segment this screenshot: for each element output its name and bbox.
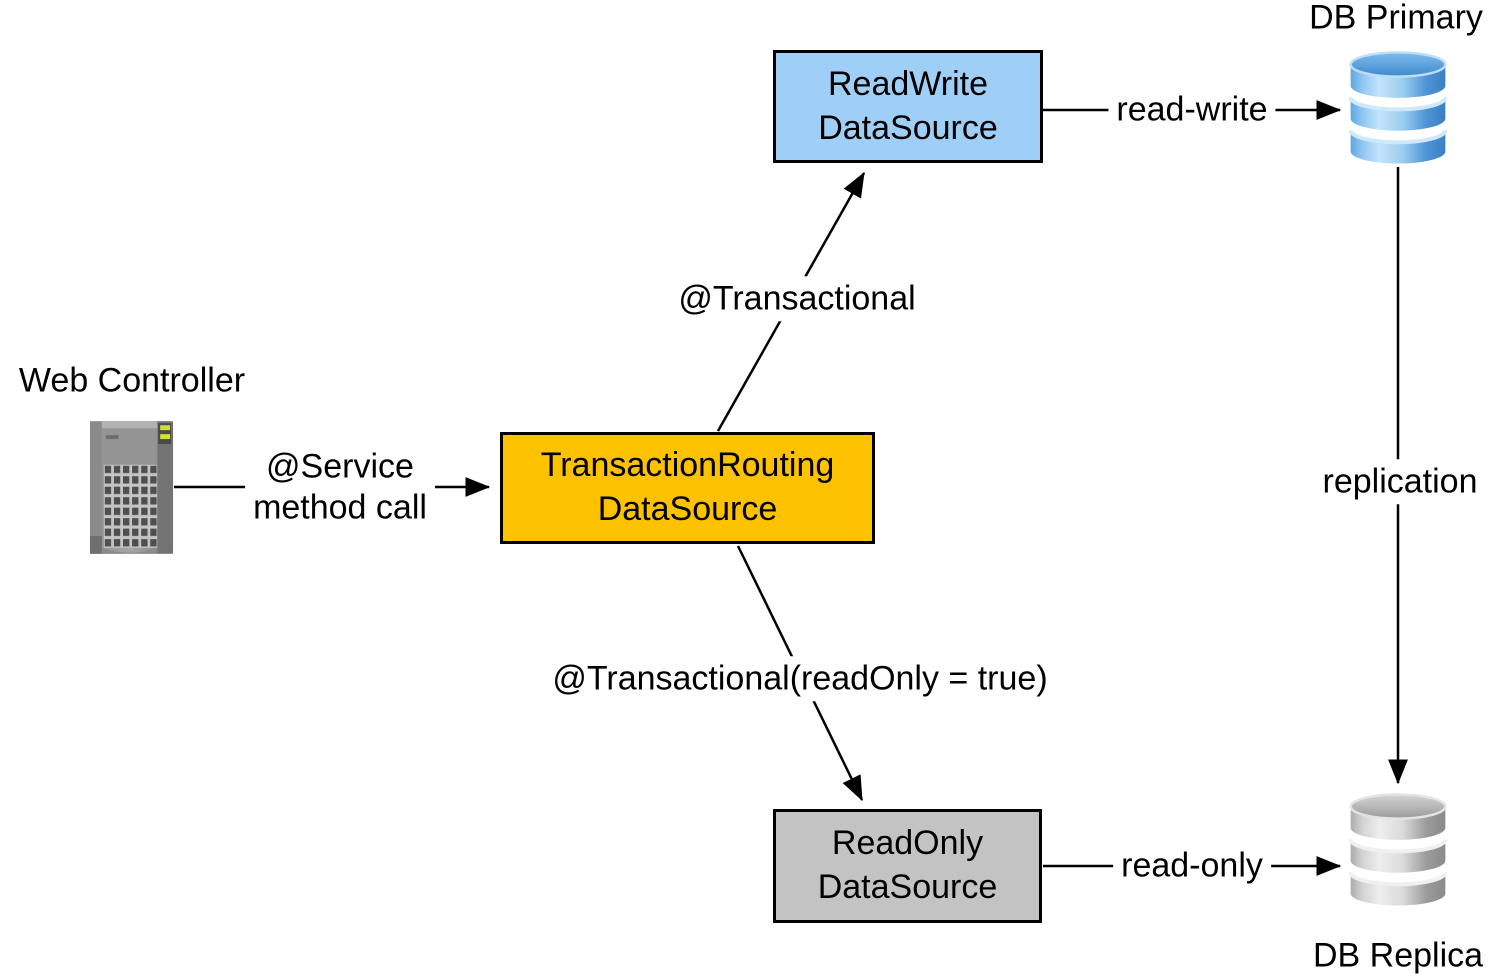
edge-label-service-line1: @Service: [266, 447, 414, 486]
edge-label-service-line2: method call: [253, 489, 427, 527]
readwrite-label-line1: ReadWrite: [828, 64, 988, 103]
node-readonly-datasource: ReadOnly DataSource: [773, 809, 1042, 923]
edge-label-replication: replication: [1314, 459, 1486, 505]
routing-label-line1: TransactionRouting: [540, 446, 835, 485]
readonly-label-line1: ReadOnly: [831, 824, 984, 863]
db-primary-database-icon: [1348, 51, 1448, 165]
label-db-replica: DB Replica: [1308, 936, 1488, 976]
server-tower-icon: [88, 419, 175, 557]
edge-label-transactional: @Transactional: [670, 276, 924, 322]
edge-label-transactional-readonly: @Transactional(readOnly = true): [544, 656, 1056, 702]
edge-label-service-call: @Service method call: [245, 444, 435, 532]
edge-label-read-write: read-write: [1108, 87, 1276, 133]
label-web-controller: Web Controller: [18, 361, 246, 400]
node-transaction-routing-datasource: TransactionRouting DataSource: [500, 432, 875, 544]
node-readwrite-datasource: ReadWrite DataSource: [773, 50, 1043, 163]
edge-label-read-only: read-only: [1113, 843, 1271, 889]
label-db-primary: DB Primary: [1305, 0, 1487, 38]
db-replica-database-icon: [1348, 793, 1448, 907]
routing-label-line2: DataSource: [597, 490, 778, 528]
readwrite-label-line2: DataSource: [818, 108, 998, 147]
readonly-label-line2: DataSource: [817, 868, 998, 906]
